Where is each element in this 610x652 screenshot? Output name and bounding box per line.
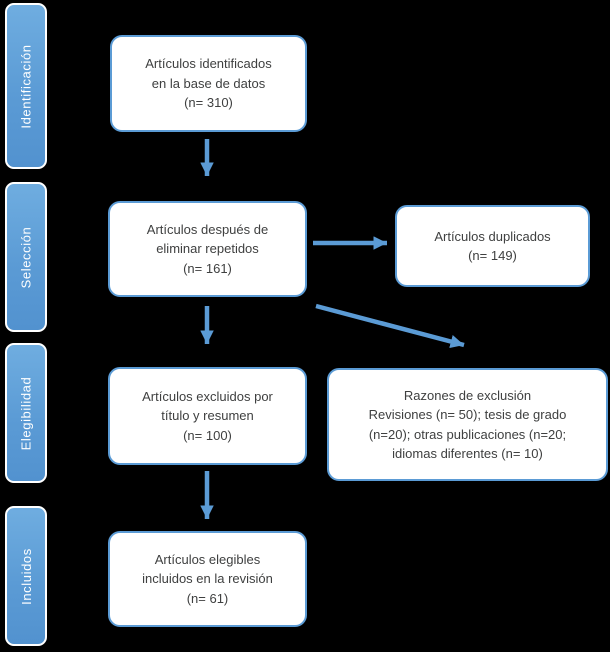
stage-label-screening: Selección [18, 226, 34, 288]
stage-bar-screening: Selección [5, 182, 47, 332]
arrow-deduplicated-to-exclusion-reasons [315, 303, 465, 349]
box-eligible-articles-included: Artículos elegibles incluidos en la revi… [108, 531, 307, 627]
stage-label-included: Incluidos [18, 547, 34, 605]
box-articles-after-deduplication-text: Artículos después de eliminar repetidos … [146, 221, 269, 276]
box-duplicate-articles-text: Artículos duplicados (n= 149) [434, 228, 551, 264]
box-duplicate-articles: Artículos duplicados (n= 149) [395, 205, 590, 287]
box-exclusion-reasons-text: Razones de exclusión Revisiones (n= 50);… [368, 387, 567, 462]
stage-label-eligibility: Elegibilidad [18, 376, 34, 450]
box-articles-excluded-title-abstract: Artículos excluidos por título y resumen… [108, 367, 307, 465]
box-exclusion-reasons: Razones de exclusión Revisiones (n= 50);… [327, 368, 608, 481]
box-articles-excluded-title-abstract-text: Artículos excluidos por título y resumen… [142, 388, 273, 443]
stage-bar-eligibility: Elegibilidad [5, 343, 47, 483]
stage-bar-included: Incluidos [5, 506, 47, 646]
box-articles-after-deduplication: Artículos después de eliminar repetidos … [108, 201, 307, 297]
box-articles-identified: Artículos identificados en la base de da… [110, 35, 307, 132]
box-articles-identified-text: Artículos identificados en la base de da… [145, 56, 272, 111]
box-eligible-articles-included-text: Artículos elegibles incluidos en la revi… [142, 551, 273, 606]
stage-label-identification: Identificación [18, 43, 34, 129]
stage-bar-identification: Identificación [5, 3, 47, 169]
